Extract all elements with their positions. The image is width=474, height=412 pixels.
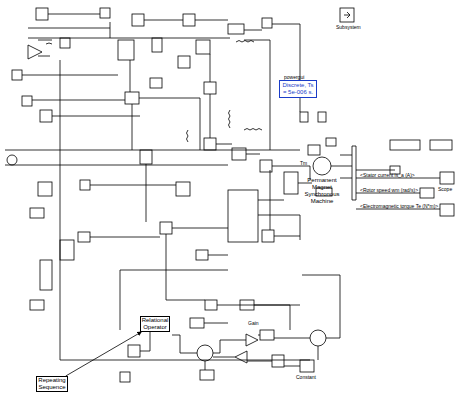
powergui-block: Discrete, Ts = 5e-006 s. <box>279 80 317 98</box>
repeating-sequence-block: Repeating Sequence <box>36 376 68 392</box>
signal-connector <box>66 332 142 376</box>
signal-label: <Electromagnetic torque Te (N*m)> <box>360 203 438 209</box>
signal-label: Tm <box>300 160 307 166</box>
machine-label: Permanent Magnet Synchronous Machine <box>296 176 348 206</box>
signal-label: <Rotor speed wm (rad/s)> <box>360 187 418 193</box>
block-text: Permanent Magnet Synchronous Machine <box>297 177 347 205</box>
block-text: Repeating Sequence <box>37 377 67 391</box>
signal-label: powergui <box>284 74 304 80</box>
relational-operator-block: Relational Operator <box>140 316 170 332</box>
signal-label: <Stator current is_a (A)> <box>360 172 415 178</box>
signal-label: Gain <box>248 320 259 326</box>
signal-label: Subsystem <box>336 24 361 30</box>
block-text: Discrete, Ts = 5e-006 s. <box>280 82 316 96</box>
signal-label: Scope <box>438 186 452 192</box>
signal-label: Constant <box>296 374 316 380</box>
block-text: Relational Operator <box>141 317 169 331</box>
